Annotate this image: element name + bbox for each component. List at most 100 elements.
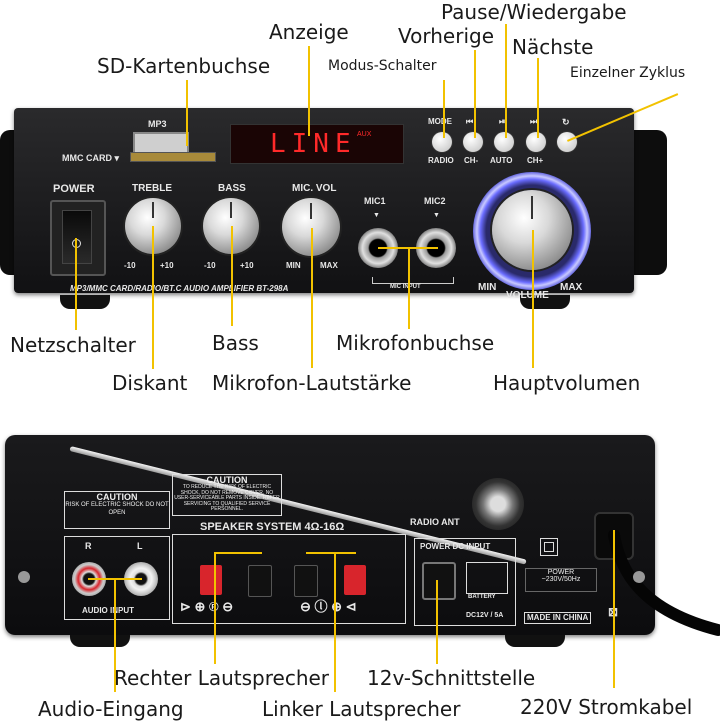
mic-vol-max: MAX [320, 261, 338, 270]
treble-label: TREBLE [132, 183, 172, 194]
radio-label: RADIO [428, 156, 454, 165]
leader-rechter-h [214, 552, 262, 554]
leader-mikrofon-laut [311, 228, 313, 368]
mic1-label: MIC1 [364, 196, 386, 206]
treble-min: -10 [124, 261, 136, 270]
ac-power-title: POWER [547, 569, 575, 576]
play-pause-icon: ⏯ [499, 117, 506, 126]
leader-haupt [532, 230, 534, 368]
right-speaker-red-terminal[interactable] [200, 565, 222, 595]
ac-power-spec: ~230V/50Hz [541, 576, 581, 583]
leader-rechter [214, 552, 216, 664]
callout-bass: Bass [212, 331, 259, 355]
sd-card-slot[interactable] [130, 152, 216, 162]
ch-plus-label: CH+ [527, 156, 544, 165]
caution-left-title: CAUTION [96, 492, 138, 502]
callout-schnittstelle: 12v-Schnittstelle [367, 666, 536, 690]
callout-diskant: Diskant [112, 371, 188, 395]
left-speaker-black-terminal[interactable] [294, 565, 318, 597]
screw [633, 571, 645, 583]
mode-button[interactable] [432, 132, 452, 152]
back-foot-left [70, 635, 130, 647]
speaker-symbols-right: ⊳ ⊕ ® ⊖ [180, 599, 234, 614]
callout-linker: Linker Lautsprecher [262, 697, 461, 721]
callout-audio: Audio-Eingang [38, 697, 184, 721]
leader-pause [505, 24, 507, 138]
leader-audio-h [88, 578, 142, 580]
power-dc-box [414, 538, 516, 626]
speaker-terminal-box [172, 534, 406, 624]
bass-label: BASS [218, 183, 246, 194]
ac-power-label: POWER ~230V/50Hz [525, 568, 597, 592]
leader-strom [613, 530, 615, 688]
mic-input-bracket [372, 277, 454, 284]
caution-top-text: TO REDUCE THE RISK OF ELECTRIC SHOCK, DO… [174, 484, 280, 512]
leader-modus [443, 80, 445, 138]
power-cord[interactable] [600, 530, 720, 670]
bass-max: +10 [240, 261, 254, 270]
mic1-arrow: ▼ [373, 212, 380, 219]
repeat-icon: ↻ [562, 117, 570, 127]
mic2-label: MIC2 [424, 196, 446, 206]
ch-minus-label: CH- [464, 156, 479, 165]
mp3-label: MP3 [148, 119, 167, 129]
auto-label: AUTO [490, 156, 513, 165]
leader-anzeige [308, 46, 310, 136]
caution-label-top: CAUTION TO REDUCE THE RISK OF ELECTRIC S… [172, 474, 282, 516]
screw [18, 571, 30, 583]
power-cord-strain-relief [594, 512, 634, 560]
dc-spec-label: DC12V / 5A [466, 612, 504, 619]
callout-vorherige: Vorherige [398, 24, 494, 48]
power-label: POWER [53, 183, 95, 195]
power-dc-label: POWER DC INPUT [420, 542, 491, 551]
volume-max: MAX [560, 282, 583, 293]
callout-naechste: Nächste [512, 35, 594, 59]
battery-label: BATTERY [468, 594, 496, 600]
right-speaker-black-terminal[interactable] [248, 565, 272, 597]
back-foot-right [505, 635, 565, 647]
made-in-label: MADE IN CHINA [524, 612, 592, 624]
next-button[interactable] [526, 132, 546, 152]
leader-naechste [537, 58, 539, 138]
mode-label: MODE [428, 117, 452, 126]
speaker-symbols-left: ⊖ ⓛ ⊕ ⊲ [300, 599, 357, 614]
caution-label-left: CAUTION RISK OF ELECTRIC SHOCK DO NOT OP… [64, 491, 170, 529]
audio-input-box [64, 536, 170, 620]
antenna-base [472, 478, 524, 530]
rca-r-label: R [85, 541, 92, 551]
display-screen [230, 124, 404, 164]
caution-left-text: RISK OF ELECTRIC SHOCK DO NOT OPEN [65, 502, 169, 516]
mic-vol-min: MIN [286, 261, 301, 270]
leader-netz [75, 238, 77, 330]
prev-icon: ⏮ [466, 117, 474, 126]
left-speaker-red-terminal[interactable] [344, 565, 366, 595]
bass-min: -10 [204, 261, 216, 270]
double-insulation-icon [540, 538, 558, 556]
volume-min: MIN [478, 282, 497, 293]
dc-jack[interactable] [422, 562, 456, 600]
callout-mikrofonbuchse: Mikrofonbuchse [336, 331, 495, 355]
leader-linker [334, 552, 336, 692]
treble-max: +10 [160, 261, 174, 270]
mic-vol-label: MIC. VOL [292, 183, 337, 194]
leader-vorherige [474, 50, 476, 138]
callout-zyklus: Einzelner Zyklus [570, 65, 686, 81]
model-text: MP3/MMC CARD/RADIO/BT.C AUDIO AMPLIFIER … [70, 284, 289, 293]
callout-sd: SD-Kartenbuchse [97, 54, 271, 78]
caution-top-title: CAUTION [206, 475, 248, 485]
power-switch[interactable] [50, 200, 106, 276]
leader-audio [114, 578, 116, 692]
callout-hauptvolumen: Hauptvolumen [493, 371, 641, 395]
power-rocker [62, 210, 92, 264]
volume-label: VOLUME [506, 290, 549, 301]
rca-l-label: L [137, 541, 143, 551]
play-pause-button[interactable] [494, 132, 514, 152]
speaker-system-label: SPEAKER SYSTEM 4Ω-16Ω [200, 521, 345, 533]
mmc-card-label: MMC CARD ▾ [62, 153, 120, 163]
previous-button[interactable] [463, 132, 483, 152]
display-sub: AUX [357, 131, 372, 138]
callout-netzschalter: Netzschalter [10, 333, 136, 357]
leader-12v [436, 580, 438, 664]
callout-rechter: Rechter Lautsprecher [114, 666, 330, 690]
next-icon: ⏭ [530, 117, 538, 126]
